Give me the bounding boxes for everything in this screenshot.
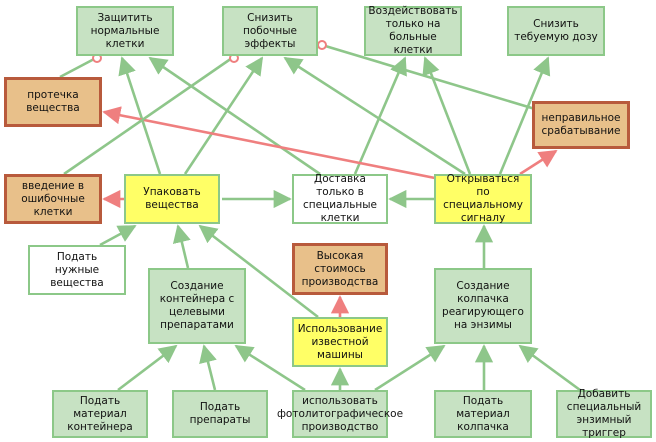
node-goal-dose-label: Снизить тебуемую дозу [514, 18, 598, 43]
node-delivery-label: Доставка только в специальные клетки [302, 173, 378, 224]
edge-open-to-misfire [519, 149, 558, 176]
node-issue-wrong[interactable]: введение в ошибочные клетки [4, 174, 102, 224]
node-photolith-label: использовать фотолитографическое произво… [276, 394, 404, 433]
node-goal-reduce-label: Снизить побочные эффекты [242, 11, 297, 50]
edge-enzyme-to-cap [518, 344, 581, 392]
node-open-signal[interactable]: Открываться по специальному сигналу [434, 173, 532, 224]
node-goal-target-label: Воздействовать только на больные клетки [368, 5, 458, 56]
edge-matcontainer-to-container [117, 344, 178, 392]
node-supply-label: Подать нужные вещества [50, 250, 104, 289]
node-enzyme-label: Добавить специальный энзимный триггер [566, 388, 642, 439]
node-enzyme[interactable]: Добавить специальный энзимный триггер [556, 388, 652, 439]
node-issue-leak[interactable]: протечка вещества [4, 77, 102, 127]
node-open-signal-label: Открываться по специальному сигналу [443, 173, 523, 224]
node-machine-label: Использование известной машины [297, 322, 383, 361]
edge-machine-to-pack [198, 224, 319, 319]
node-drugs-label: Подать препараты [189, 401, 251, 426]
node-goal-protect-label: Защитить нормальные клетки [90, 11, 160, 50]
edge-delivery-to-target [353, 56, 407, 175]
node-machine[interactable]: Использование известной машины [292, 317, 388, 367]
node-photolith[interactable]: использовать фотолитографическое произво… [277, 390, 403, 438]
node-issue-misfire[interactable]: неправильное срабатывание [532, 101, 630, 149]
edge-pack-to-reduce [183, 56, 264, 175]
edges-layer [59, 40, 581, 392]
edge-photolith-to-container [234, 344, 306, 392]
node-cap-label: Создание колпачка реагирующего на энзимы [442, 280, 524, 331]
node-goal-reduce[interactable]: Снизить побочные эффекты [222, 6, 318, 56]
edge-supply-to-pack [99, 224, 137, 247]
node-goal-target[interactable]: Воздействовать только на больные клетки [364, 5, 462, 56]
edge-photolith-to-cap [374, 344, 446, 392]
edge-container-to-pack [172, 224, 191, 269]
node-mat-container[interactable]: Подать материал контейнера [52, 390, 148, 438]
node-issue-wrong-label: введение в ошибочные клетки [21, 179, 85, 218]
node-mat-cap[interactable]: Подать материал колпачка [434, 390, 532, 438]
node-delivery[interactable]: Доставка только в специальные клетки [292, 173, 388, 224]
edge-open-to-reduce [283, 56, 466, 176]
node-pack-label: Упаковать вещества [143, 186, 201, 211]
node-mat-cap-label: Подать материал колпачка [456, 394, 510, 433]
conflict-marker-reduce-right [317, 40, 327, 50]
edge-open-to-target [422, 56, 472, 175]
edge-pack-to-protect [118, 56, 162, 175]
node-issue-misfire-label: неправильное срабатывание [541, 112, 621, 137]
node-pack[interactable]: Упаковать вещества [124, 174, 220, 224]
node-container[interactable]: Создание контейнера с целевыми препарата… [148, 268, 246, 344]
node-container-label: Создание контейнера с целевыми препарата… [159, 280, 235, 331]
edge-open-to-leak [102, 106, 446, 182]
node-goal-dose[interactable]: Снизить тебуемую дозу [507, 6, 605, 56]
edge-drugs-to-container [199, 344, 217, 391]
node-cap[interactable]: Создание колпачка реагирующего на энзимы [434, 268, 532, 344]
node-supply[interactable]: Подать нужные вещества [28, 245, 126, 295]
node-issue-cost-label: Высокая стоимось производства [301, 249, 379, 288]
node-goal-protect[interactable]: Защитить нормальные клетки [76, 6, 174, 56]
edge-delivery-to-protect [148, 56, 321, 176]
edge-open-to-dose [498, 56, 551, 175]
node-mat-container-label: Подать материал контейнера [67, 394, 133, 433]
node-issue-cost[interactable]: Высокая стоимось производства [292, 243, 388, 295]
edge-wrong-to-reduce [63, 56, 233, 176]
edge-leak-to-protect [59, 56, 97, 79]
node-drugs[interactable]: Подать препараты [172, 390, 268, 438]
edge-misfire-to-reduce [321, 43, 566, 120]
node-issue-leak-label: протечка вещества [26, 89, 80, 114]
